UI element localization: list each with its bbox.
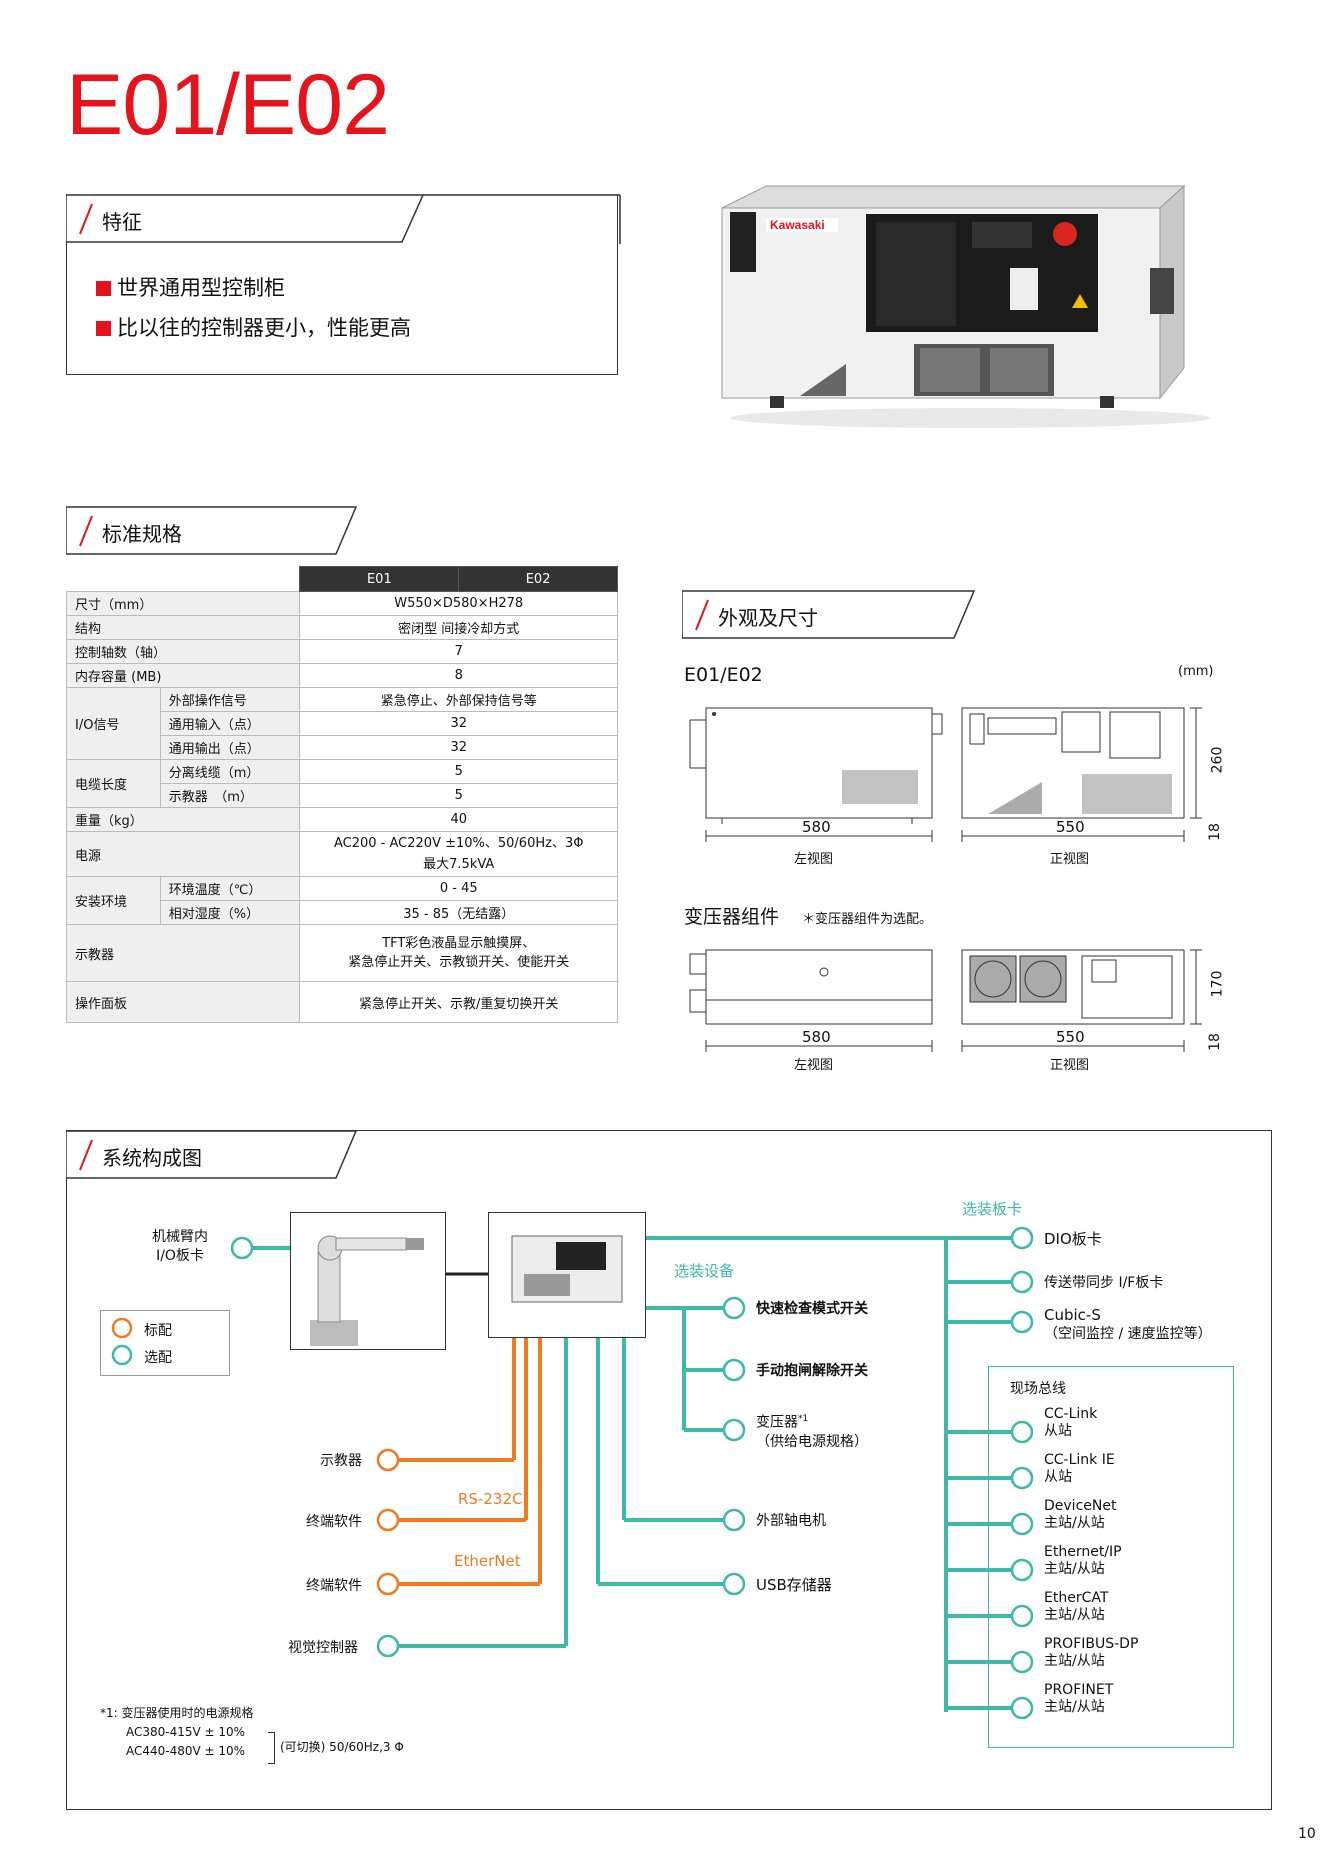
device-usb: USB存储器 bbox=[756, 1576, 832, 1594]
board-dio: DIO板卡 bbox=[1044, 1230, 1102, 1248]
table-row: 示教器 TFT彩色液晶显示触摸屏、紧急停止开关、示教锁开关、使能开关 bbox=[65, 924, 618, 982]
fieldbus-label: 现场总线 bbox=[1010, 1381, 1066, 1397]
device-quick-check: 快速检查模式开关 bbox=[756, 1301, 868, 1317]
transformer-front-width: 550 bbox=[1056, 1028, 1085, 1046]
terminal-label-2: 终端软件 bbox=[306, 1578, 362, 1594]
transformer-note: ＊变压器组件为选配。 bbox=[802, 912, 933, 927]
transformer-side-label: 左视图 bbox=[794, 1058, 834, 1073]
e0102-side-width: 580 bbox=[802, 818, 831, 836]
red-square-icon bbox=[96, 321, 111, 336]
table-row: 通用输入（点） 32 bbox=[67, 711, 618, 736]
table-row: 尺寸（mm） W550×D580×H278 bbox=[65, 591, 618, 616]
legend-standard: 标配 bbox=[144, 1323, 172, 1339]
system-header-frame bbox=[66, 1130, 358, 1179]
page-number: 10 bbox=[1298, 1826, 1316, 1842]
features-box bbox=[66, 194, 618, 375]
dimensions-heading: 外观及尺寸 bbox=[718, 606, 818, 630]
features-header-frame bbox=[66, 194, 621, 244]
specs-heading: 标准规格 bbox=[102, 522, 182, 546]
fieldbus-box bbox=[988, 1366, 1234, 1748]
pendant-label: 示教器 bbox=[320, 1453, 362, 1469]
table-row: 重量（kg） 40 bbox=[65, 807, 618, 832]
table-row: 示教器 （m） 5 bbox=[67, 783, 618, 808]
controller-image bbox=[488, 1212, 646, 1338]
device-brake-release: 手动抱闸解除开关 bbox=[756, 1363, 868, 1379]
feature-list: 世界通用型控制柜 比以往的控制器更小，性能更高 bbox=[96, 268, 411, 348]
e0102-front-view-drawing bbox=[961, 707, 1202, 842]
kawasaki-logo: Kawasaki bbox=[770, 218, 825, 232]
transformer-front-label: 正视图 bbox=[1050, 1058, 1090, 1073]
dimensions-header-frame bbox=[682, 590, 976, 639]
table-row: 相对湿度（%） 35 - 85（无结露） bbox=[67, 900, 618, 925]
page-title: E01/E02 bbox=[66, 57, 390, 153]
table-header-row: E01 E02 bbox=[66, 566, 618, 592]
teal-circle-icon bbox=[111, 1344, 133, 1366]
table-row: 结构 密闭型 间接冷却方式 bbox=[65, 615, 618, 640]
spec-table: E01 E02 尺寸（mm） W550×D580×H278 结构 密闭型 间接冷… bbox=[65, 566, 618, 1023]
terminal-label-1: 终端软件 bbox=[306, 1514, 362, 1530]
features-heading: 特征 bbox=[102, 210, 142, 234]
rs232-label: RS-232C bbox=[458, 1490, 523, 1508]
device-ext-motor: 外部轴电机 bbox=[756, 1513, 826, 1529]
feature-item: 世界通用型控制柜 bbox=[96, 268, 411, 308]
table-row: 通用输出（点） 32 bbox=[67, 735, 618, 760]
transformer-side-width: 580 bbox=[802, 1028, 831, 1046]
e0102-dim-title: E01/E02 bbox=[684, 664, 763, 686]
optional-devices-label: 选装设备 bbox=[674, 1262, 735, 1280]
robot-arm-image bbox=[290, 1212, 446, 1350]
device-transformer: 变压器*1 （供给电源规格） bbox=[756, 1414, 868, 1450]
table-row: 操作面板 紧急停止开关、示教/重复切换开关 bbox=[65, 981, 618, 1023]
specs-header-frame bbox=[66, 506, 358, 555]
transformer-dim-title: 变压器组件 bbox=[684, 906, 780, 928]
orange-circle-icon bbox=[111, 1317, 133, 1339]
dim-unit: (mm) bbox=[1178, 664, 1214, 679]
legend-box bbox=[100, 1310, 230, 1376]
footnote-tail: (可切换) 50/60Hz,3 Φ bbox=[280, 1740, 404, 1754]
feature-item: 比以往的控制器更小，性能更高 bbox=[96, 308, 411, 348]
board-cubic: Cubic-S （空间监控 / 速度监控等） bbox=[1044, 1306, 1212, 1342]
vision-label: 视觉控制器 bbox=[288, 1640, 358, 1656]
e0102-side-label: 左视图 bbox=[794, 852, 834, 867]
legend-icons bbox=[111, 1317, 133, 1366]
system-heading: 系统构成图 bbox=[102, 1146, 202, 1170]
board-conveyor: 传送带同步 I/F板卡 bbox=[1044, 1275, 1164, 1291]
controller-photo: Kawasaki bbox=[721, 184, 1210, 428]
ethernet-label: EtherNet bbox=[454, 1552, 521, 1570]
table-row: 内存容量 (MB) 8 bbox=[65, 663, 618, 688]
model-e02: E02 bbox=[458, 566, 618, 592]
legend-optional: 选配 bbox=[144, 1350, 172, 1366]
e0102-side-view-drawing bbox=[689, 707, 943, 842]
footnote-bracket bbox=[268, 1732, 275, 1764]
optional-boards-label: 选装板卡 bbox=[962, 1200, 1023, 1218]
transformer-side-view-drawing bbox=[689, 949, 933, 1052]
e0102-front-label: 正视图 bbox=[1050, 852, 1090, 867]
red-square-icon bbox=[96, 281, 111, 296]
system-box bbox=[66, 1130, 1272, 1810]
e0102-front-width: 550 bbox=[1056, 818, 1085, 836]
transformer-front-view-drawing bbox=[961, 949, 1202, 1052]
footnote: *1: 变压器使用时的电源规格 AC380-415V ± 10% AC440-4… bbox=[100, 1706, 254, 1758]
